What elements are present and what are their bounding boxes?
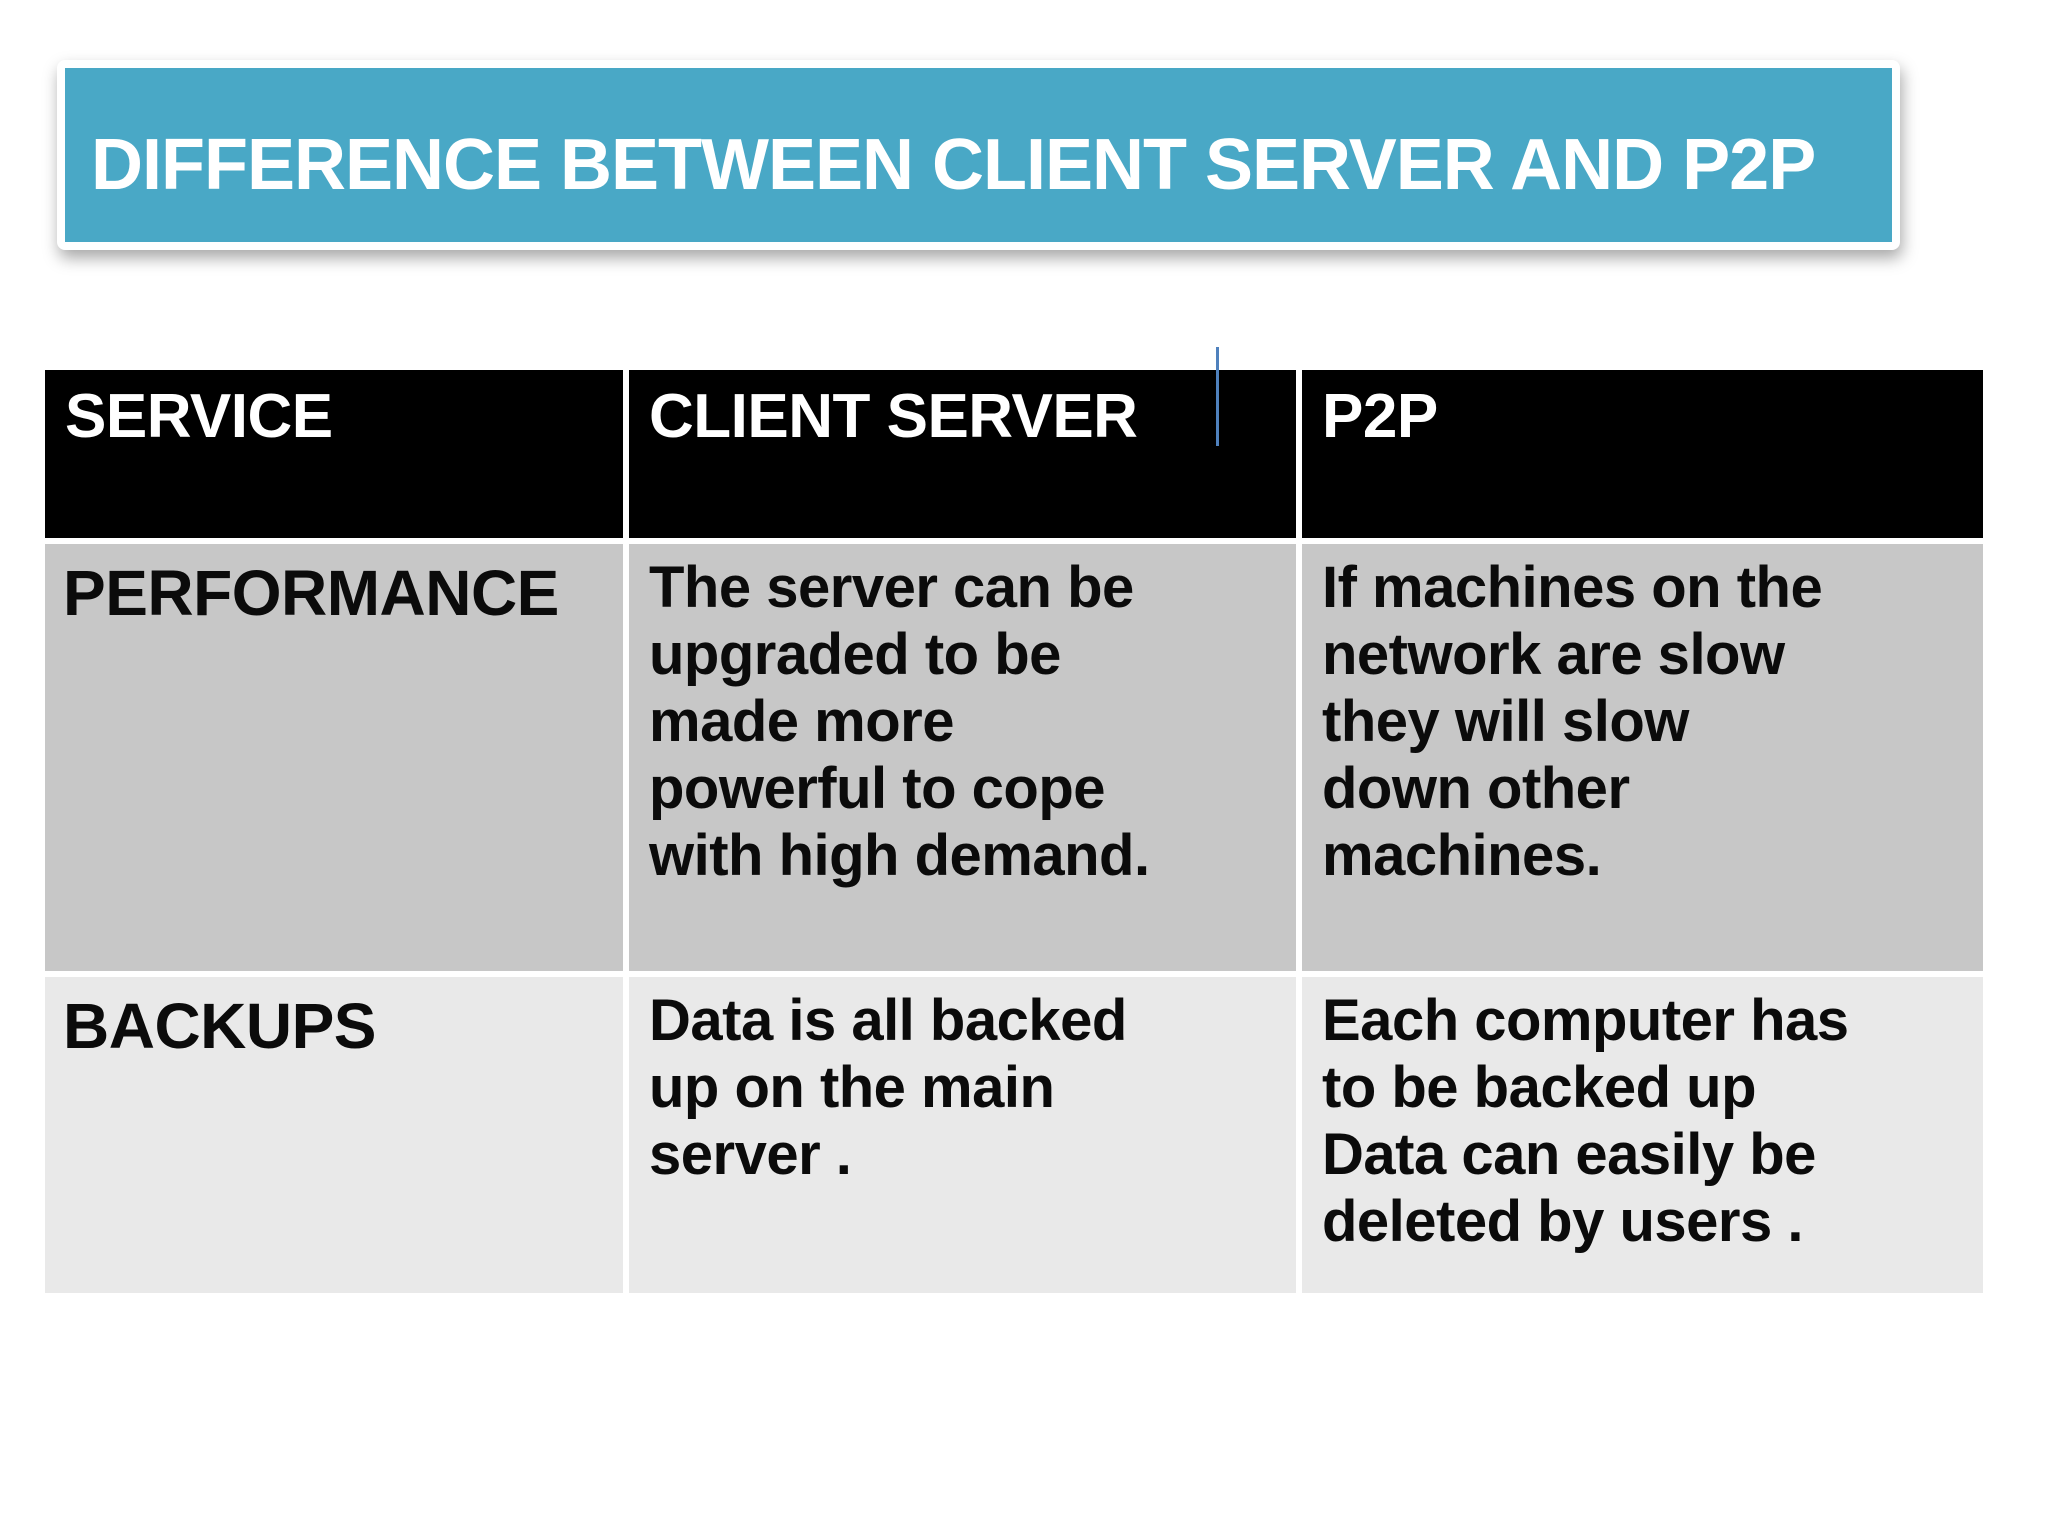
cell-performance-p2p[interactable]: If machines on the network are slow they…: [1302, 544, 1983, 971]
header-cell-p2p[interactable]: P2P: [1302, 370, 1983, 538]
cell-backups-client-server[interactable]: Data is all backed up on the main server…: [629, 977, 1296, 1293]
text-cursor: [1216, 347, 1219, 446]
title-banner[interactable]: DIFFERENCE BETWEEN CLIENT SERVER AND P2P: [57, 60, 1900, 250]
cell-performance-client-server[interactable]: The server can be upgraded to be made mo…: [629, 544, 1296, 971]
comparison-table: SERVICE CLIENT SERVER P2P PERFORMANCE Th…: [45, 370, 1983, 1293]
cell-performance-label[interactable]: PERFORMANCE: [45, 544, 623, 971]
header-cell-service[interactable]: SERVICE: [45, 370, 623, 538]
cell-backups-label[interactable]: BACKUPS: [45, 977, 623, 1293]
slide-title: DIFFERENCE BETWEEN CLIENT SERVER AND P2P: [91, 125, 1816, 205]
cell-backups-p2p[interactable]: Each computer has to be backed up Data c…: [1302, 977, 1983, 1293]
header-cell-client-server[interactable]: CLIENT SERVER: [629, 370, 1296, 538]
